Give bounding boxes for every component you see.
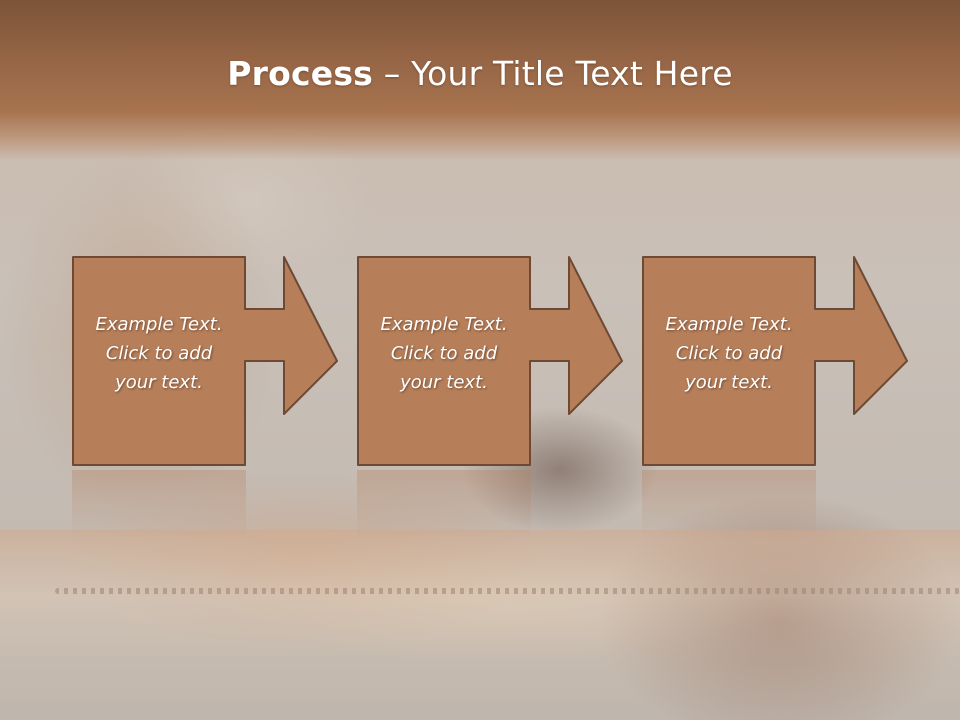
background-photo-trim <box>55 588 960 594</box>
title-band <box>0 0 960 160</box>
process-step-2[interactable]: Example Text. Click to add your text. <box>357 256 697 468</box>
step-reflection <box>72 470 246 540</box>
step-text-line: Example Text. <box>380 314 508 335</box>
step-text-line: Click to add <box>390 343 498 364</box>
step-arrow-shape <box>642 256 908 466</box>
process-step-3[interactable]: Example Text. Click to add your text. <box>642 256 960 468</box>
step-arrow-shape <box>357 256 623 466</box>
title-rest: – Your Title Text Here <box>373 54 733 93</box>
step-text-line: Click to add <box>675 343 783 364</box>
step-text-line: your text. <box>400 372 488 393</box>
step-text-line: Example Text. <box>95 314 223 335</box>
process-step-1[interactable]: Example Text. Click to add your text. <box>72 256 412 468</box>
step-arrow-shape <box>72 256 338 466</box>
step-reflection <box>642 470 816 540</box>
background-photo-sofa <box>0 530 960 720</box>
step-text[interactable]: Example Text. Click to add your text. <box>642 310 816 397</box>
slide-title[interactable]: Process – Your Title Text Here <box>0 54 960 93</box>
step-text[interactable]: Example Text. Click to add your text. <box>357 310 531 397</box>
step-text[interactable]: Example Text. Click to add your text. <box>72 310 246 397</box>
title-bold: Process <box>227 54 374 93</box>
step-text-line: Click to add <box>105 343 213 364</box>
step-text-line: your text. <box>685 372 773 393</box>
step-text-line: Example Text. <box>665 314 793 335</box>
step-text-line: your text. <box>115 372 203 393</box>
step-reflection <box>357 470 531 540</box>
